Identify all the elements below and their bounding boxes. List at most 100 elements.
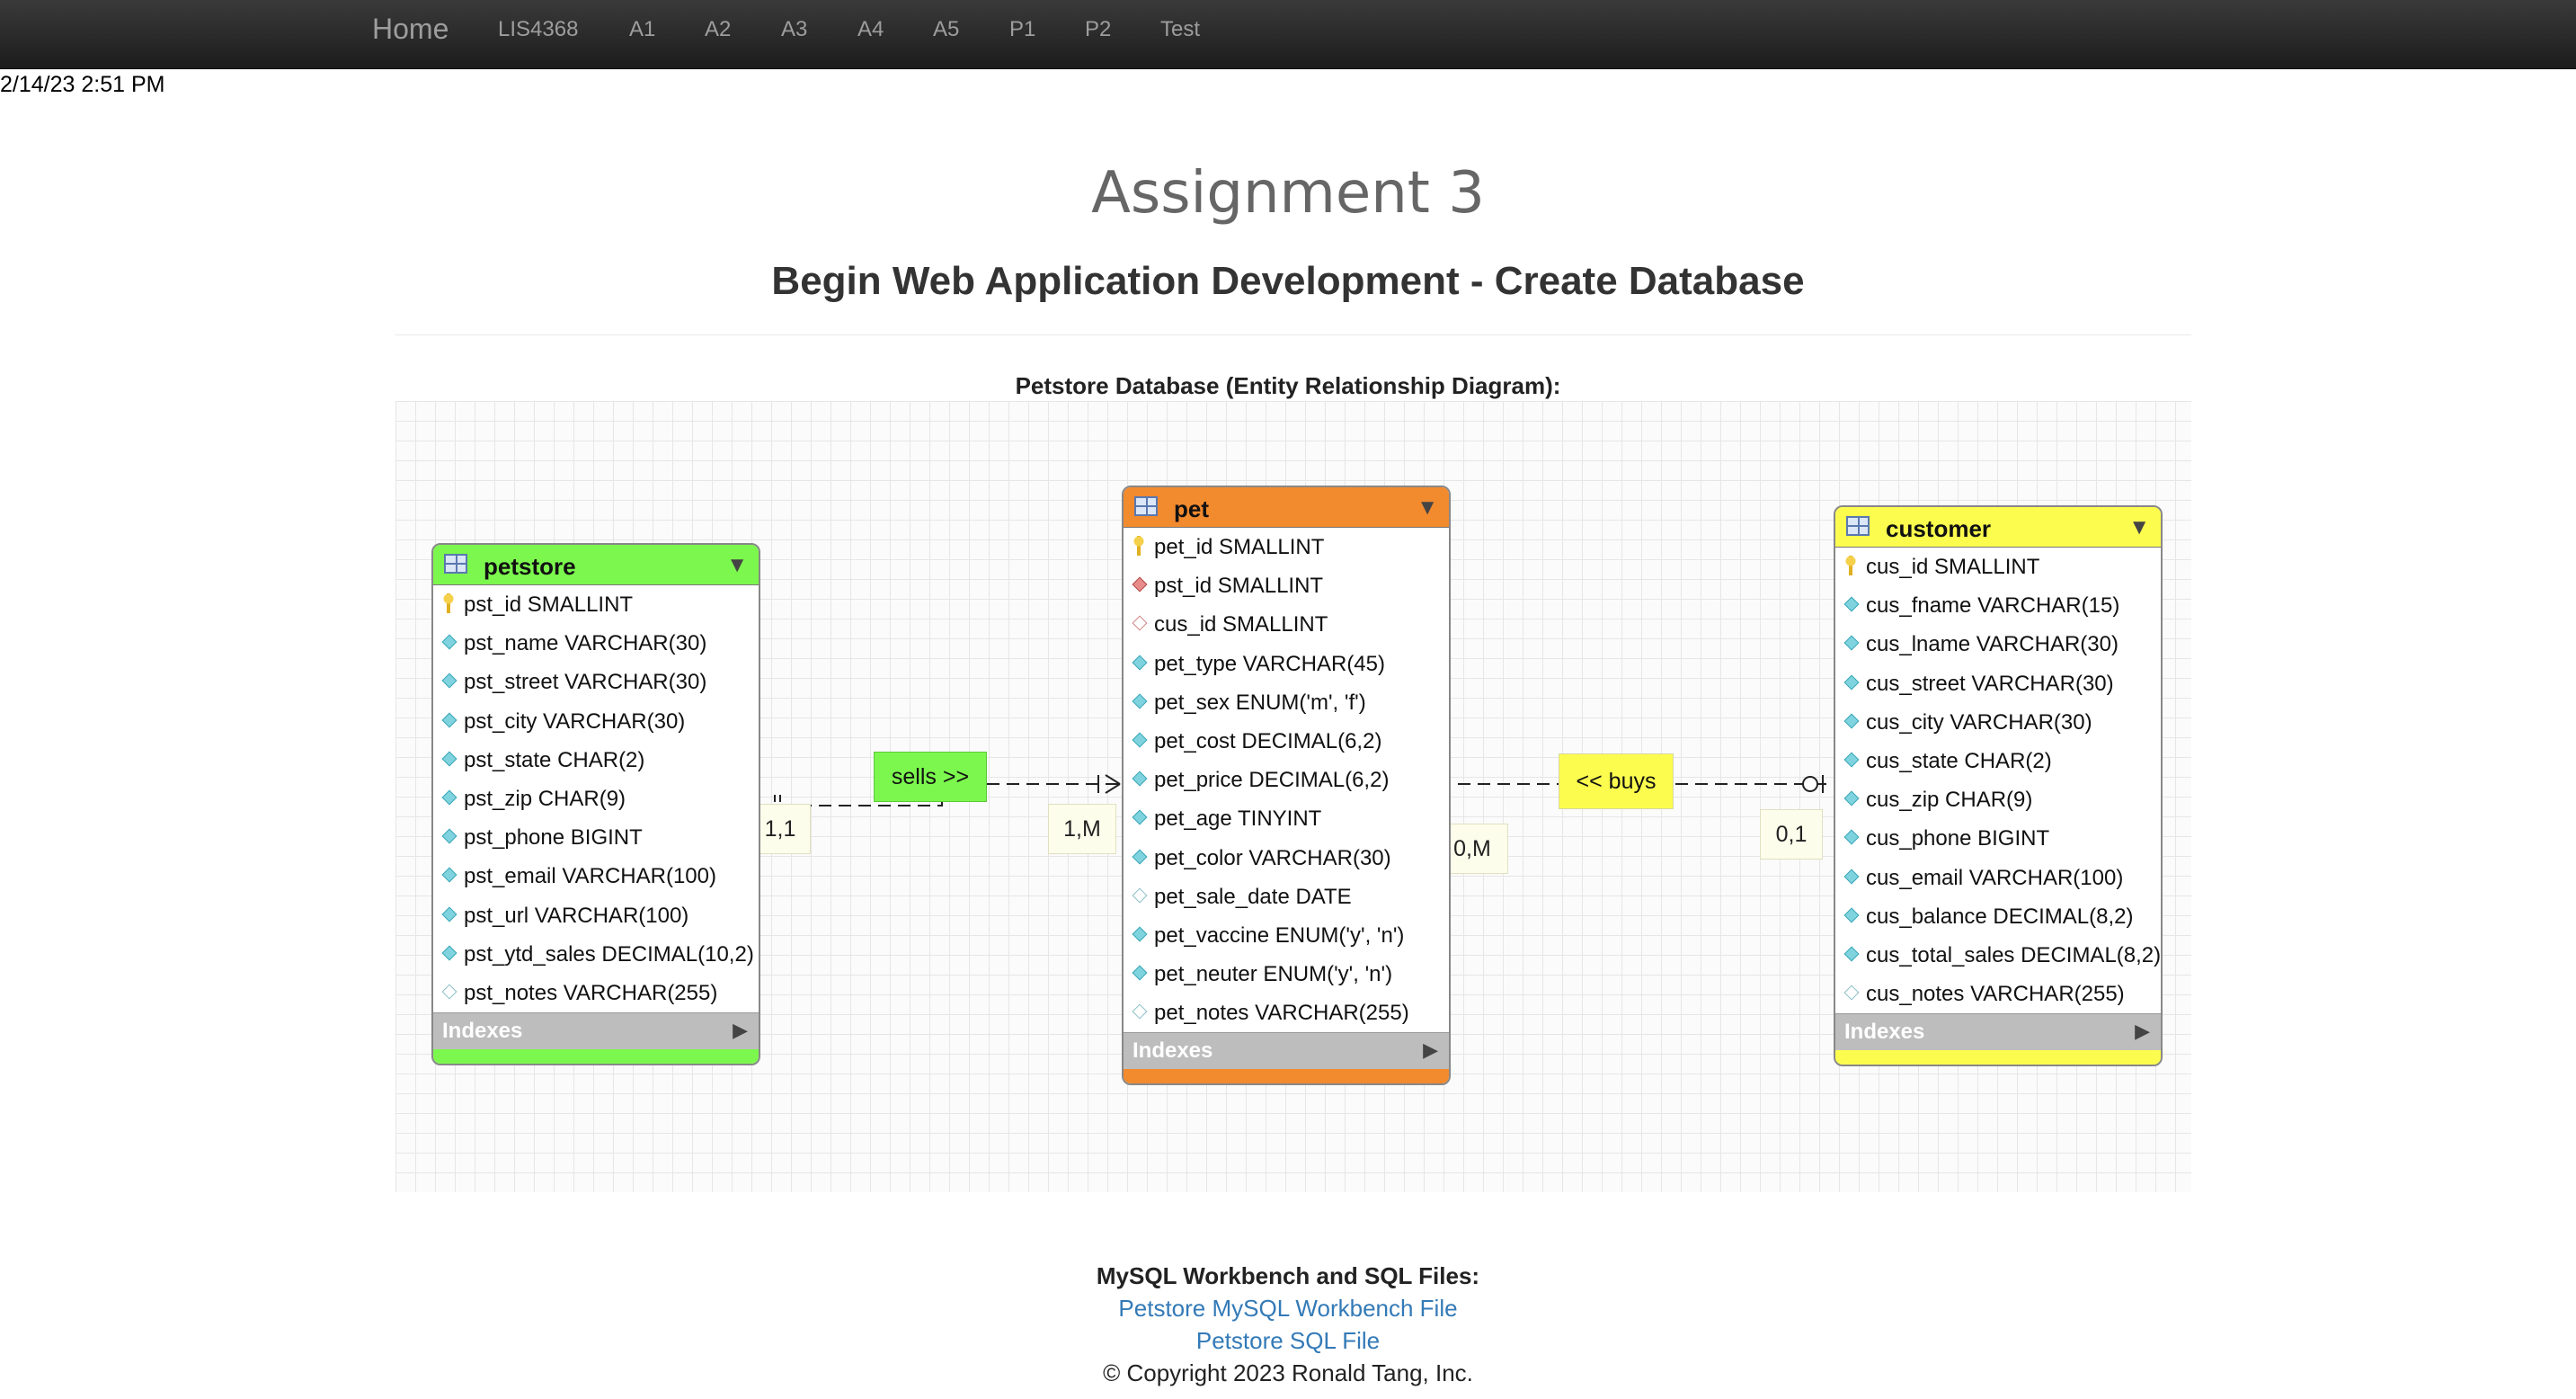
nav-link-p1[interactable]: P1	[1009, 17, 1036, 41]
table-column[interactable]: pet_notes VARCHAR(255)	[1124, 994, 1449, 1032]
table-column[interactable]: cus_phone BIGINT	[1835, 819, 2161, 858]
column-definition: cus_balance DECIMAL(8,2)	[1866, 904, 2134, 929]
table-column[interactable]: pst_id SMALLINT	[433, 585, 759, 624]
nav-link-a4[interactable]: A4	[857, 17, 884, 41]
indexes-section[interactable]: Indexes▶	[433, 1012, 759, 1050]
table-column[interactable]: pst_city VARCHAR(30)	[433, 702, 759, 741]
table-column[interactable]: cus_total_sales DECIMAL(8,2)	[1835, 936, 2161, 975]
buys-zero-circle-right	[1802, 776, 1818, 792]
foreign-key-icon	[1132, 615, 1148, 631]
table-column[interactable]: pet_color VARCHAR(30)	[1124, 839, 1449, 878]
table-column[interactable]: pst_state CHAR(2)	[433, 741, 759, 780]
table-column[interactable]: pst_notes VARCHAR(255)	[433, 974, 759, 1012]
table-column[interactable]: pst_id SMALLINT	[1124, 566, 1449, 605]
table-column[interactable]: pet_neuter ENUM('y', 'n')	[1124, 955, 1449, 994]
timestamp: 2/14/23 2:51 PM	[0, 72, 165, 97]
files-heading: MySQL Workbench and SQL Files:	[1096, 1262, 1480, 1289]
table-column[interactable]: pet_id SMALLINT	[1124, 528, 1449, 566]
collapse-arrow-icon[interactable]: ▼	[2128, 515, 2150, 539]
collapse-arrow-icon[interactable]: ▼	[726, 553, 748, 577]
table-column[interactable]: pet_age TINYINT	[1124, 799, 1449, 838]
column-diamond-icon	[1132, 849, 1148, 864]
header-divider	[395, 334, 2191, 335]
table-column[interactable]: pst_zip CHAR(9)	[433, 780, 759, 818]
table-header[interactable]: customer ▼	[1835, 507, 2161, 548]
column-diamond-icon	[1132, 771, 1148, 787]
table-column[interactable]: pst_name VARCHAR(30)	[433, 624, 759, 663]
table-column[interactable]: cus_notes VARCHAR(255)	[1835, 975, 2161, 1013]
column-definition: pst_id SMALLINT	[1154, 574, 1324, 599]
table-column[interactable]: cus_city VARCHAR(30)	[1835, 703, 2161, 742]
expand-arrow-icon[interactable]: ▶	[733, 1019, 748, 1042]
column-diamond-icon	[441, 867, 457, 883]
nav-link-a3[interactable]: A3	[781, 17, 808, 41]
nav-link-a5[interactable]: A5	[933, 17, 960, 41]
table-name: petstore	[484, 553, 576, 580]
column-definition: pet_notes VARCHAR(255)	[1154, 1001, 1409, 1026]
expand-arrow-icon[interactable]: ▶	[2135, 1020, 2150, 1043]
table-column[interactable]: pst_street VARCHAR(30)	[433, 663, 759, 701]
table-header[interactable]: petstore ▼	[433, 545, 759, 585]
column-definition: pst_city VARCHAR(30)	[464, 708, 686, 734]
column-definition: cus_phone BIGINT	[1866, 826, 2050, 851]
column-definition: cus_city VARCHAR(30)	[1866, 709, 2092, 735]
column-diamond-icon	[1843, 635, 1860, 651]
table-icon	[1134, 496, 1158, 516]
table-column[interactable]: pst_url VARCHAR(100)	[433, 896, 759, 935]
table-column[interactable]: pst_email VARCHAR(100)	[433, 857, 759, 896]
table-column[interactable]: cus_zip CHAR(9)	[1835, 780, 2161, 819]
table-column[interactable]: pet_vaccine ENUM('y', 'n')	[1124, 916, 1449, 955]
table-column[interactable]: pst_phone BIGINT	[433, 818, 759, 857]
table-footer	[1124, 1069, 1449, 1084]
nav-link-a2[interactable]: A2	[705, 17, 732, 41]
column-definition: pet_color VARCHAR(30)	[1154, 845, 1391, 870]
indexes-section[interactable]: Indexes▶	[1124, 1032, 1449, 1070]
table-column[interactable]: cus_fname VARCHAR(15)	[1835, 586, 2161, 625]
table-column[interactable]: pst_ytd_sales DECIMAL(10,2)	[433, 935, 759, 974]
table-column[interactable]: cus_street VARCHAR(30)	[1835, 664, 2161, 703]
table-column[interactable]: pet_cost DECIMAL(6,2)	[1124, 722, 1449, 761]
nav-link-lis4368[interactable]: LIS4368	[498, 17, 579, 41]
nav-link-a1[interactable]: A1	[629, 17, 656, 41]
collapse-arrow-icon[interactable]: ▼	[1417, 495, 1438, 520]
erd-caption: Petstore Database (Entity Relationship D…	[1015, 372, 1561, 399]
table-column[interactable]: cus_email VARCHAR(100)	[1835, 859, 2161, 897]
column-diamond-icon	[441, 828, 457, 844]
column-definition: cus_zip CHAR(9)	[1866, 788, 2033, 813]
table-column[interactable]: cus_id SMALLINT	[1124, 605, 1449, 644]
sells-crowfoot-b	[1105, 783, 1121, 794]
sells-crowfoot-a	[1105, 774, 1121, 785]
nav-link-test[interactable]: Test	[1160, 17, 1201, 41]
nav-link-p2[interactable]: P2	[1085, 17, 1112, 41]
sql-file-link[interactable]: Petstore SQL File	[1195, 1327, 1381, 1354]
table-column[interactable]: pet_price DECIMAL(6,2)	[1124, 761, 1449, 799]
table-pet[interactable]: pet▼pet_id SMALLINT pst_id SMALLINT cus_id…	[1122, 486, 1451, 1086]
table-column[interactable]: cus_id SMALLINT	[1835, 548, 2161, 586]
expand-arrow-icon[interactable]: ▶	[1423, 1038, 1438, 1062]
table-column[interactable]: cus_state CHAR(2)	[1835, 742, 2161, 780]
table-column[interactable]: pet_sex ENUM('m', 'f')	[1124, 683, 1449, 722]
column-diamond-icon	[1843, 752, 1860, 768]
column-diamond-icon	[1843, 674, 1860, 691]
table-column[interactable]: pet_type VARCHAR(45)	[1124, 645, 1449, 683]
table-footer	[1835, 1050, 2161, 1065]
table-header[interactable]: pet▼	[1124, 487, 1449, 528]
column-definition: pst_email VARCHAR(100)	[464, 864, 716, 889]
table-column[interactable]: cus_lname VARCHAR(30)	[1835, 625, 2161, 664]
table-icon	[444, 554, 467, 574]
buys-to-cardinality: 0,1	[1760, 809, 1823, 860]
indexes-section[interactable]: Indexes ▶	[1835, 1013, 2161, 1051]
column-diamond-icon	[1843, 985, 1860, 1001]
column-definition: cus_notes VARCHAR(255)	[1866, 982, 2125, 1007]
table-name: customer	[1886, 515, 1992, 542]
workbench-file-link[interactable]: Petstore MySQL Workbench File	[1118, 1295, 1458, 1322]
table-column[interactable]: cus_balance DECIMAL(8,2)	[1835, 897, 2161, 936]
nav-home-link[interactable]: Home	[372, 13, 449, 45]
table-column[interactable]: pet_sale_date DATE	[1124, 878, 1449, 916]
column-definition: pst_ytd_sales DECIMAL(10,2)	[464, 941, 754, 967]
column-definition: pst_notes VARCHAR(255)	[464, 980, 718, 1005]
indexes-label: Indexes	[1844, 1020, 1925, 1045]
navbar: Home LIS4368 A1 A2 A3 A4 A5 P1 P2 Test	[0, 0, 2576, 69]
